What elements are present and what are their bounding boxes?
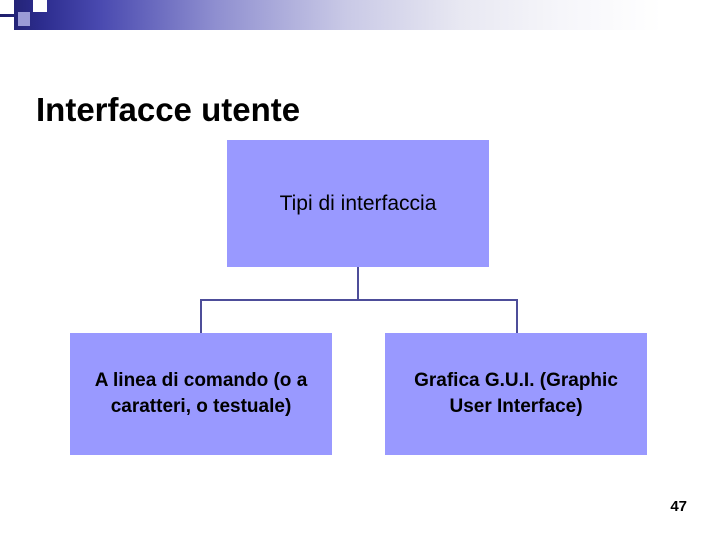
diagram-node-root: Tipi di interfaccia <box>227 140 489 267</box>
top-banner <box>0 0 720 30</box>
banner-square-white-upper <box>33 0 47 12</box>
page-number: 47 <box>670 498 687 515</box>
banner-square-white-top-left <box>0 0 14 14</box>
connector-horizontal <box>200 299 518 301</box>
diagram-node-command-line-label: A linea di comando (o a caratteri, o tes… <box>94 370 308 417</box>
banner-square-white-lower <box>0 17 14 30</box>
connector-right-drop <box>516 299 518 333</box>
diagram-node-root-label: Tipi di interfaccia <box>279 191 437 215</box>
diagram-node-command-line: A linea di comando (o a caratteri, o tes… <box>70 333 332 455</box>
diagram-node-graphical: Grafica G.U.I. (Graphic User Interface) <box>385 333 647 455</box>
page-title: Interfacce utente <box>36 91 301 129</box>
connector-root-stem <box>357 267 359 300</box>
diagram-node-graphical-label: Grafica G.U.I. (Graphic User Interface) <box>414 370 618 417</box>
banner-gradient <box>0 0 720 30</box>
connector-left-drop <box>200 299 202 333</box>
banner-square-purple <box>18 12 30 26</box>
